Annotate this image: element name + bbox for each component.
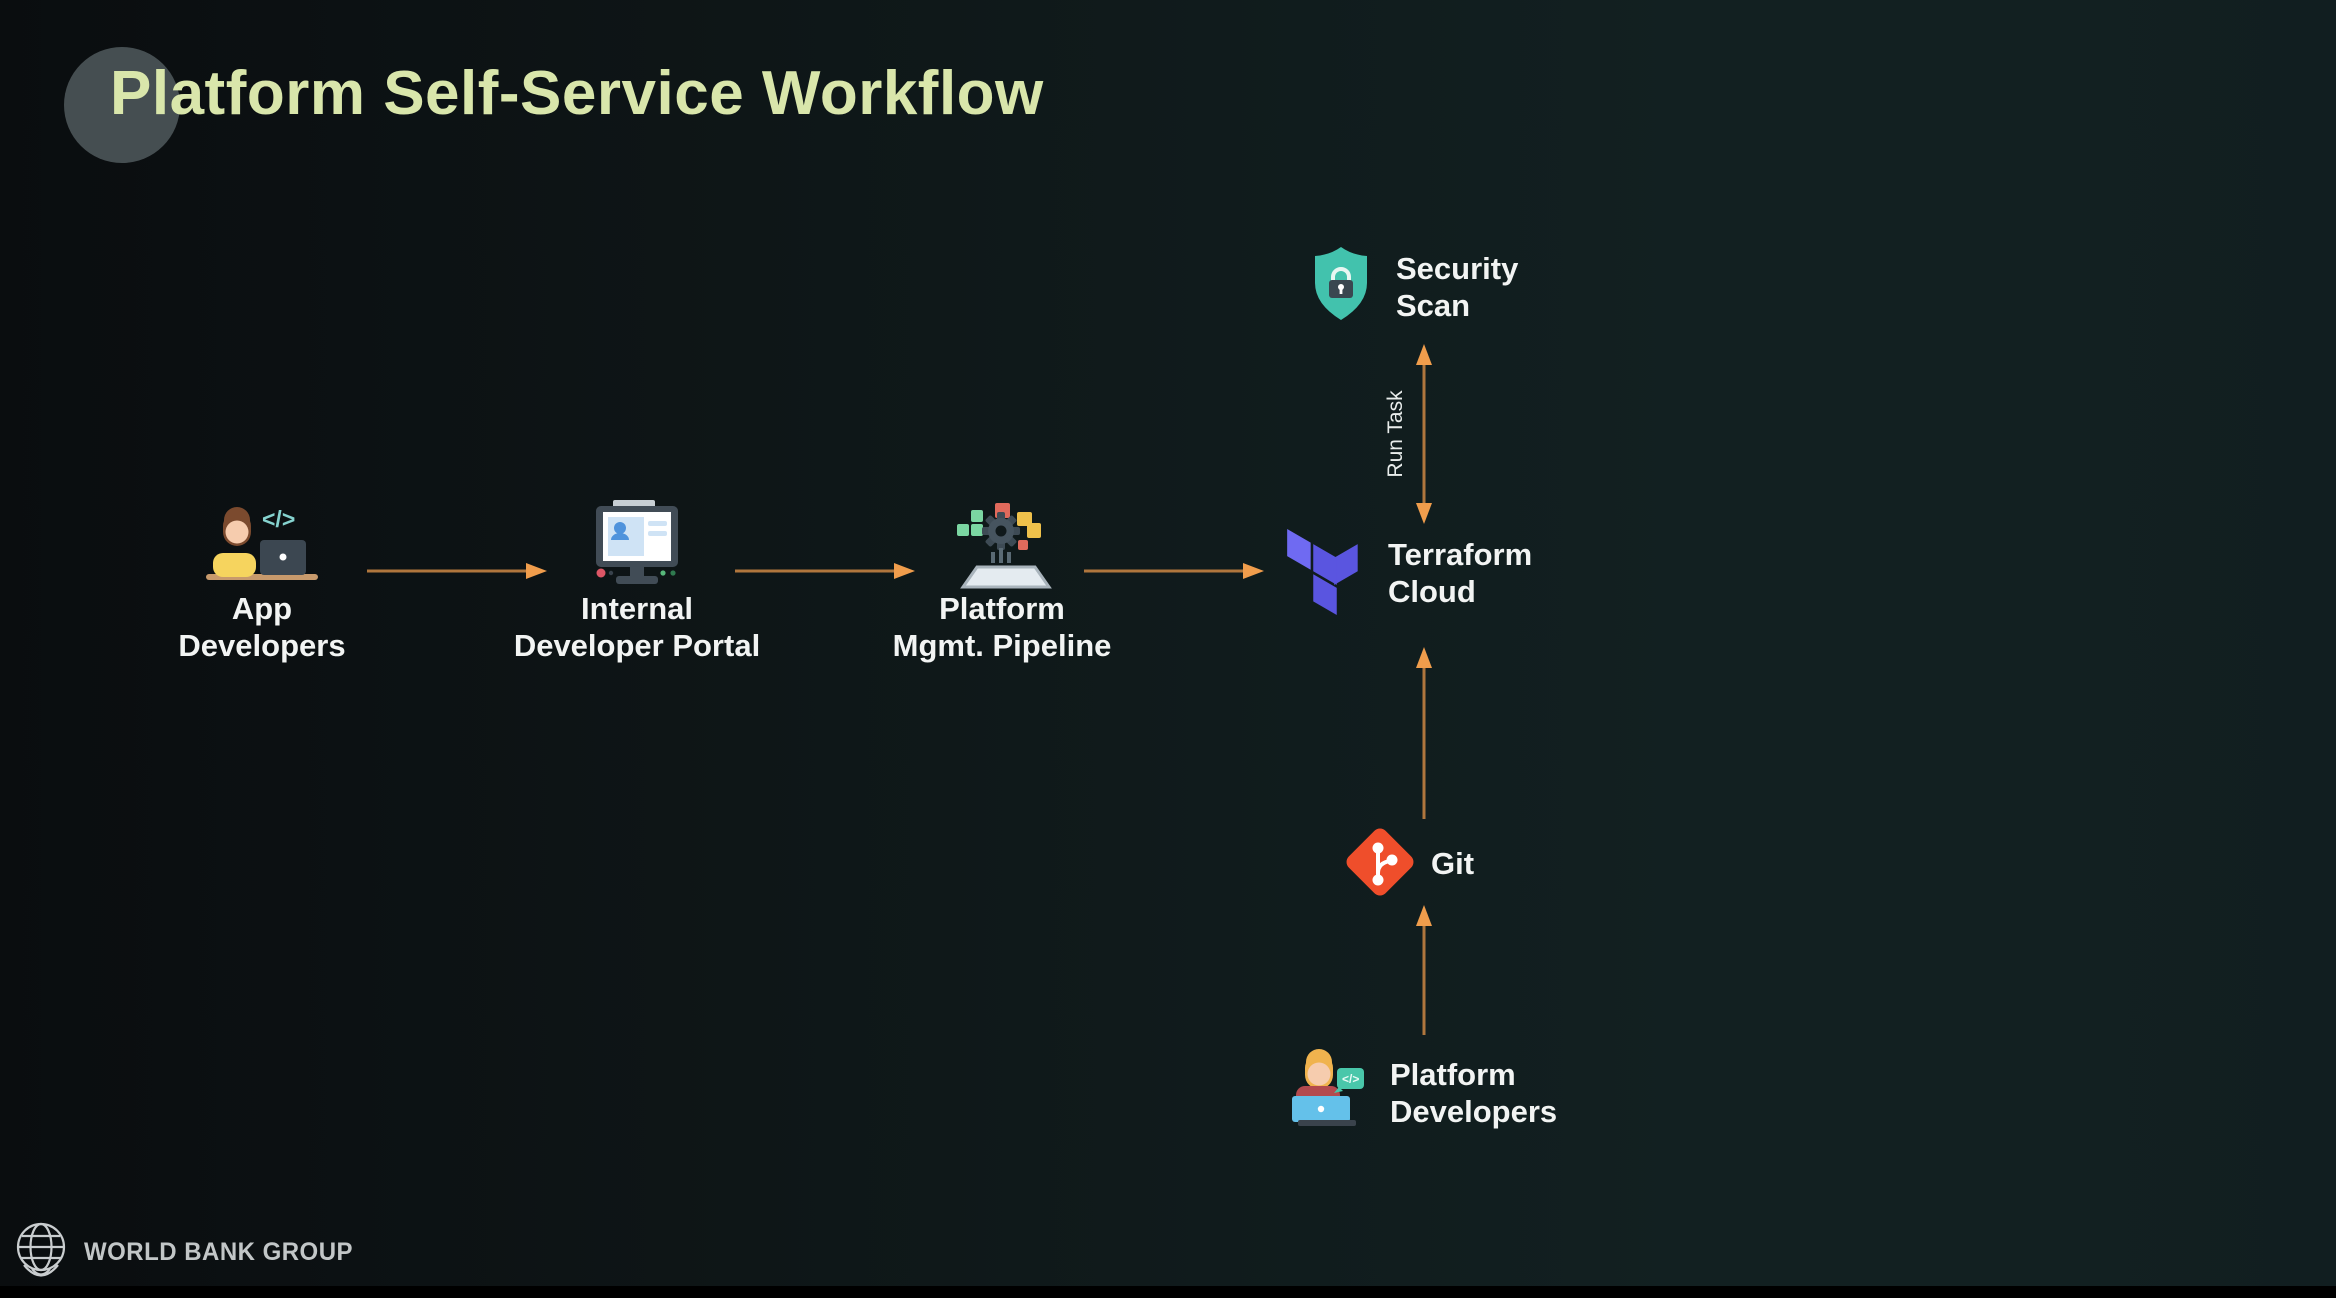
arrow-portal-to-pipeline (735, 563, 915, 579)
arrow-platformdev-to-git (1416, 905, 1432, 1035)
internal-developer-portal-icon (596, 500, 678, 584)
arrow-appdev-to-portal (367, 563, 547, 579)
security-scan-label: Security Scan (1396, 251, 1519, 323)
arrow-run-task (1416, 344, 1432, 524)
page-title: Platform Self-Service Workflow (110, 59, 1044, 128)
app-developers-icon: </> (206, 506, 318, 580)
app-developers-label: App Developers (178, 591, 346, 663)
run-task-label: Run Task (1384, 390, 1407, 478)
platform-developers-icon: </> (1292, 1049, 1364, 1126)
terraform-logo-icon (1287, 529, 1358, 615)
terraform-cloud-label: Terraform Cloud (1388, 537, 1533, 609)
bottom-letterbox-bar (0, 1286, 2336, 1298)
git-logo-icon (1346, 828, 1414, 896)
arrow-git-to-terraform (1416, 647, 1432, 819)
platform-mgmt-pipeline-label: Platform Mgmt. Pipeline (892, 591, 1112, 663)
platform-developers-label: Platform Developers (1390, 1057, 1558, 1129)
world-bank-globe-icon (16, 1222, 66, 1277)
title-accent-circle (64, 47, 180, 163)
world-bank-group-wordmark: WORLD BANK GROUP (84, 1238, 354, 1266)
git-label: Git (1431, 846, 1475, 881)
code-glyph: </> (262, 506, 295, 532)
platform-mgmt-pipeline-icon (957, 503, 1052, 589)
security-scan-shield-icon (1315, 247, 1367, 320)
code-glyph: </> (1342, 1072, 1359, 1086)
internal-developer-portal-label: Internal Developer Portal (513, 591, 761, 663)
arrow-pipeline-to-terraform (1084, 563, 1264, 579)
